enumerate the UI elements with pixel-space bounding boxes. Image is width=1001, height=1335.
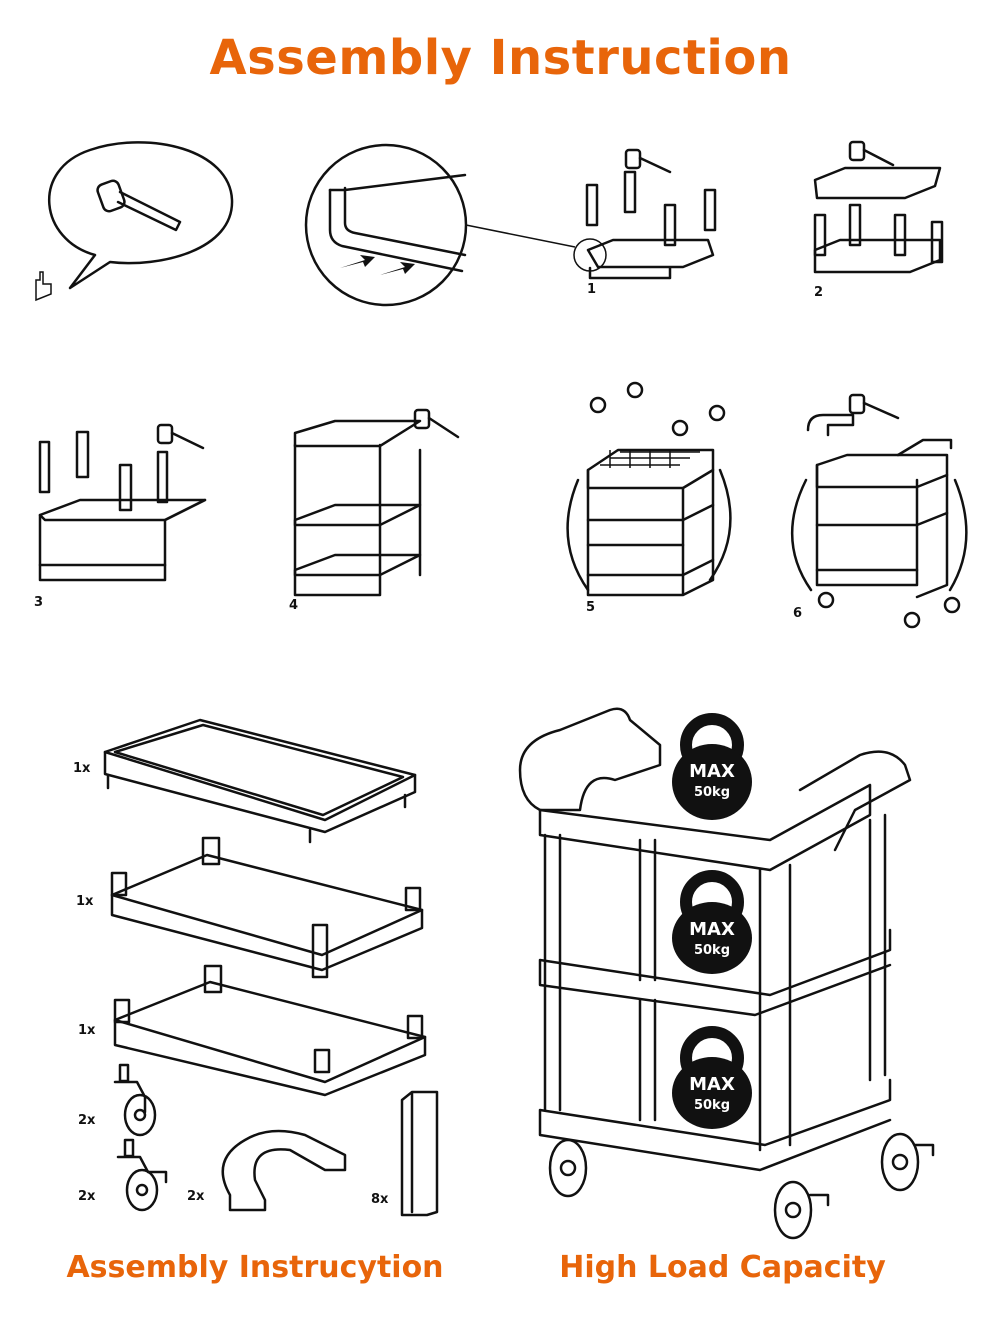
step-3-drawing [38, 423, 207, 582]
parts-handle [221, 1129, 347, 1212]
assembled-cart [518, 707, 935, 1240]
step-3-label: 3 [34, 595, 44, 610]
step-5-label: 5 [586, 600, 596, 615]
max-label: MAX [689, 761, 735, 782]
step-5-drawing [566, 381, 732, 597]
kettlebell-weight-top: MAX 50kg [672, 713, 752, 820]
weight-label: 50kg [694, 943, 730, 958]
bottom-shelf-qty: 1x [78, 1023, 96, 1038]
brake-caster-qty: 2x [78, 1189, 96, 1204]
parts-bottom-shelf [113, 964, 427, 1097]
step-1-label: 1 [587, 282, 597, 297]
max-label: MAX [689, 1074, 735, 1095]
max-label: MAX [689, 919, 735, 940]
middle-shelf-qty: 1x [76, 894, 94, 909]
kettlebell-weight-bottom: MAX 50kg [672, 1026, 752, 1129]
parts-caster [113, 1063, 157, 1137]
step-6-drawing [791, 393, 968, 629]
step-4-label: 4 [289, 598, 299, 613]
weight-label: 50kg [694, 1098, 730, 1113]
step-1-drawing [585, 148, 717, 280]
parts-middle-shelf [110, 836, 424, 979]
page-title: Assembly Instruction [209, 30, 792, 86]
speech-bubble-mallet [35, 141, 234, 302]
weight-label: 50kg [694, 785, 730, 800]
post-qty: 8x [371, 1192, 389, 1207]
step-2-label: 2 [814, 285, 824, 300]
kettlebell-weight-middle: MAX 50kg [672, 870, 752, 974]
step-6-label: 6 [793, 606, 803, 621]
caster-qty: 2x [78, 1113, 96, 1128]
step-2-drawing [813, 140, 944, 274]
top-shelf-qty: 1x [73, 761, 91, 776]
caption-assembly: Assembly Instrucytion [66, 1250, 444, 1285]
handle-qty: 2x [187, 1189, 205, 1204]
caption-load-capacity: High Load Capacity [559, 1250, 886, 1285]
parts-top-shelf [103, 718, 417, 844]
detail-magnifier [304, 143, 607, 307]
step-4-drawing [293, 408, 460, 597]
parts-post [400, 1090, 439, 1217]
parts-brake-caster [116, 1138, 168, 1212]
hand-pointer-icon [35, 271, 52, 302]
